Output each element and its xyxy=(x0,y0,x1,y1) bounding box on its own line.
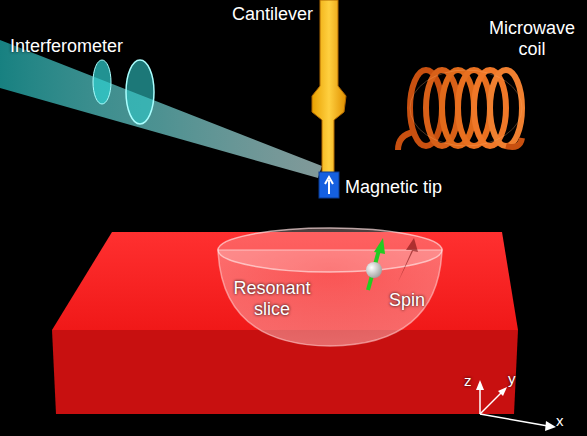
axis-label: z xyxy=(464,372,472,390)
coil-label: Microwave coil xyxy=(482,18,582,60)
spin-ball xyxy=(366,262,382,278)
spin-arrowhead xyxy=(374,238,385,254)
microwave-coil xyxy=(398,70,522,150)
lens xyxy=(93,60,111,104)
spin-label: Spin xyxy=(389,290,425,311)
tip-moment-arrow xyxy=(325,177,333,194)
axis-label: y xyxy=(508,370,516,388)
axes xyxy=(476,380,556,431)
slab-front xyxy=(52,330,518,414)
cantilever-label: Cantilever xyxy=(232,4,313,25)
slice-label: Resonant slice xyxy=(224,278,320,320)
axis-label: x xyxy=(556,412,564,430)
spin-shadow xyxy=(398,238,418,282)
interferometer-label: Interferometer xyxy=(10,36,123,57)
tip-label: Magnetic tip xyxy=(345,177,442,198)
cantilever xyxy=(312,0,346,176)
magnetic-tip xyxy=(319,172,339,198)
laser-beam xyxy=(0,40,322,178)
lens xyxy=(126,60,154,124)
